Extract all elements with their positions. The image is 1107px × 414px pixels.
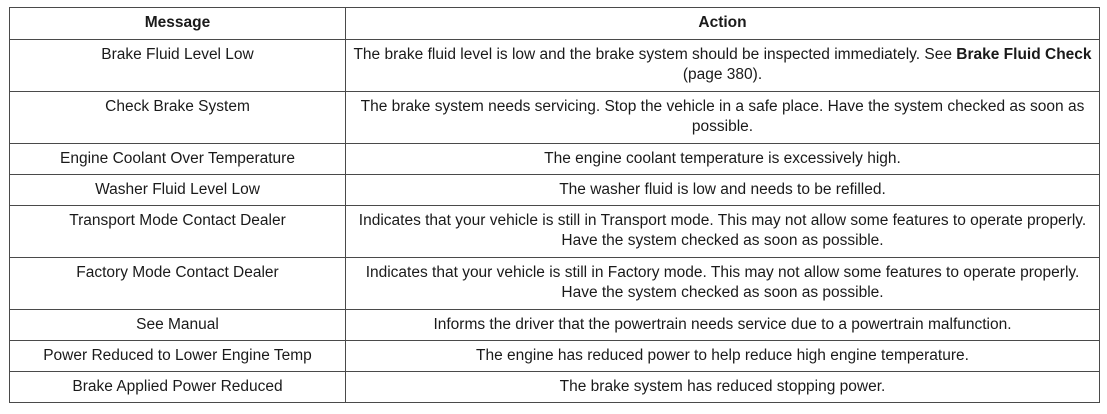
action-cell: The washer fluid is low and needs to be … <box>345 174 1100 206</box>
action-cell: Informs the driver that the powertrain n… <box>345 309 1100 341</box>
message-cell: Transport Mode Contact Dealer <box>9 205 346 258</box>
page-reference: (page 380). <box>682 66 763 83</box>
table-row: Washer Fluid Level Low The washer fluid … <box>9 174 1100 206</box>
message-cell: Check Brake System <box>9 91 346 144</box>
action-cell: The brake system has reduced stopping po… <box>345 371 1100 403</box>
message-column-header: Message <box>9 7 346 40</box>
action-cell: Indicates that your vehicle is still in … <box>345 257 1100 310</box>
table-row: Engine Coolant Over Temperature The engi… <box>9 143 1100 175</box>
action-cell: The brake system needs servicing. Stop t… <box>345 91 1100 144</box>
action-cell: The engine has reduced power to help red… <box>345 340 1100 372</box>
table-row: Brake Fluid Level Low The brake fluid le… <box>9 39 1100 92</box>
table-row: Factory Mode Contact Dealer Indicates th… <box>9 257 1100 310</box>
message-cell: See Manual <box>9 309 346 341</box>
message-cell: Washer Fluid Level Low <box>9 174 346 206</box>
table-row: See Manual Informs the driver that the p… <box>9 309 1100 341</box>
action-column-header: Action <box>345 7 1100 40</box>
message-cell: Engine Coolant Over Temperature <box>9 143 346 175</box>
table-row: Power Reduced to Lower Engine Temp The e… <box>9 340 1100 372</box>
message-table: Message Action Brake Fluid Level Low The… <box>9 7 1100 403</box>
action-cell: The brake fluid level is low and the bra… <box>345 39 1100 92</box>
cross-reference-link-text: Brake Fluid Check <box>956 46 1092 63</box>
table-row: Transport Mode Contact Dealer Indicates … <box>9 205 1100 258</box>
action-cell: The engine coolant temperature is excess… <box>345 143 1100 175</box>
table-row: Check Brake System The brake system need… <box>9 91 1100 144</box>
message-cell: Brake Fluid Level Low <box>9 39 346 92</box>
action-cell: Indicates that your vehicle is still in … <box>345 205 1100 258</box>
action-text: The brake fluid level is low and the bra… <box>353 46 957 63</box>
message-cell: Factory Mode Contact Dealer <box>9 257 346 310</box>
message-cell: Power Reduced to Lower Engine Temp <box>9 340 346 372</box>
header-row: Message Action <box>9 7 1100 40</box>
table-row: Brake Applied Power Reduced The brake sy… <box>9 371 1100 403</box>
message-cell: Brake Applied Power Reduced <box>9 371 346 403</box>
